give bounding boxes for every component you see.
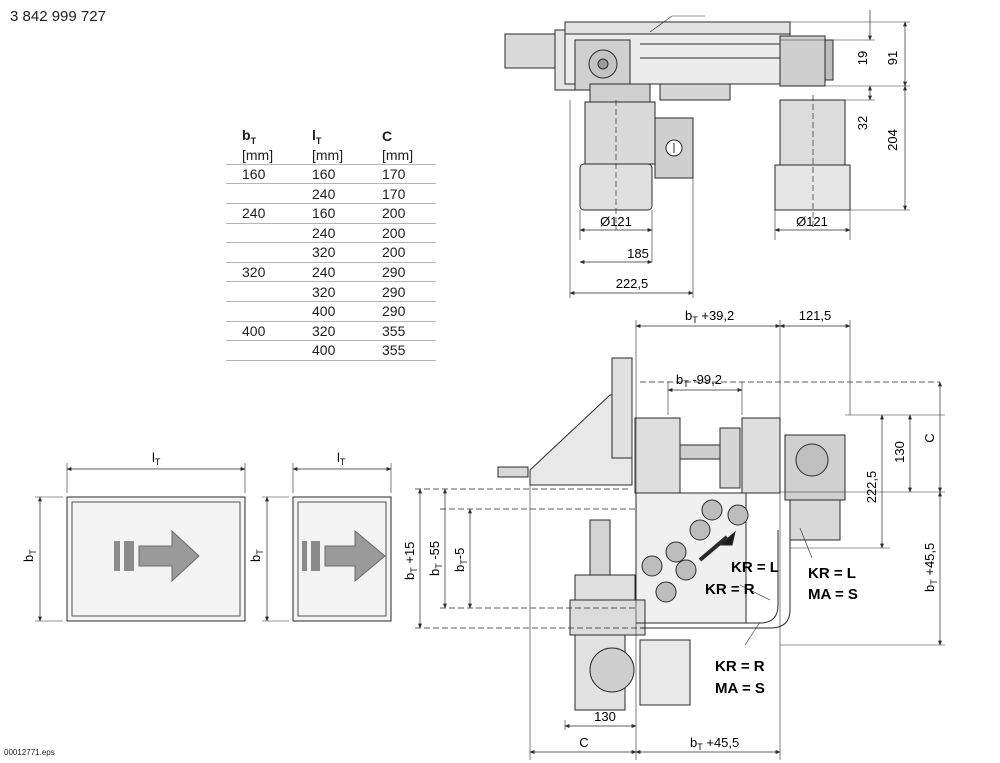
col-unit-lt: [mm] [312, 146, 344, 163]
dim-222-5-top: 222,5 [616, 276, 649, 291]
dim-dia-right: Ø121 [796, 214, 828, 229]
pallet-large-height-label: bT [21, 549, 38, 562]
dim-dia-left: Ø121 [600, 214, 632, 229]
table-cell [226, 183, 296, 204]
col-header-bt: bT [242, 127, 257, 146]
dim-130-bottom: 130 [594, 709, 616, 724]
label-kr-r-bottom: KR = R [715, 658, 765, 675]
dim-204: 204 [885, 129, 900, 151]
table-cell [226, 281, 296, 302]
table-cell: 240 [296, 222, 366, 243]
pallet-large [35, 463, 246, 622]
table-cell: 160 [296, 163, 366, 184]
col-unit-bt: [mm] [242, 146, 274, 163]
table-cell: 240 [226, 202, 296, 224]
table-cell: 170 [366, 163, 436, 184]
table-cell: 160 [296, 202, 366, 224]
main-view-drawing [415, 320, 945, 760]
table-cell: 290 [366, 300, 436, 322]
pallet-small-height-label: bT [248, 549, 265, 562]
table-cell: 400 [296, 300, 366, 322]
part-number: 3 842 999 727 [10, 8, 106, 25]
table-cell: 355 [366, 320, 436, 341]
col-header-c: C [382, 128, 393, 145]
label-ma-s-right: MA = S [808, 586, 858, 603]
dim-bt-minus-99-2: bT -99,2 [676, 372, 722, 389]
dim-bt-plus-39-2: bT +39,2 [685, 308, 734, 325]
dim-bt-plus-45-5-right: bT +45,5 [922, 543, 939, 592]
dim-bt-minus-5: bT-5 [452, 548, 469, 572]
table-cell: 240 [296, 261, 366, 282]
dim-bt-plus-45-5-bottom: bT +45,5 [690, 735, 739, 752]
dim-c-bottom: C [579, 735, 588, 750]
table-cell: 170 [366, 183, 436, 204]
label-ma-s-bottom: MA = S [715, 680, 765, 697]
table-cell: 160 [226, 163, 296, 184]
col-header-lt: lT [312, 127, 322, 146]
table-cell: 290 [366, 261, 436, 282]
dim-32: 32 [855, 116, 870, 130]
source-file-label: 00012771.eps [4, 748, 55, 757]
table-cell: 290 [366, 281, 436, 302]
table-cell: 400 [226, 320, 296, 341]
col-unit-c: [mm] [382, 146, 414, 163]
top-view-drawing [504, 10, 910, 298]
table-cell: 200 [366, 222, 436, 243]
table-cell: 240 [296, 183, 366, 204]
label-kr-l-inner: KR = L [731, 559, 779, 576]
dim-121-5: 121,5 [799, 308, 832, 323]
pallet-large-width-label: lT [152, 450, 161, 467]
label-kr-r-inner: KR = R [705, 581, 755, 598]
table-cell: 400 [296, 340, 366, 361]
pallet-small-width-label: lT [337, 450, 346, 467]
dim-19: 19 [855, 51, 870, 65]
dim-185: 185 [627, 246, 649, 261]
table-cell [226, 222, 296, 243]
dim-91: 91 [885, 51, 900, 65]
pallet-small [262, 463, 392, 622]
table-cell: 200 [366, 242, 436, 263]
dim-130-right: 130 [892, 441, 907, 463]
table-cell: 320 [296, 242, 366, 263]
table-cell: 320 [296, 281, 366, 302]
table-cell [226, 300, 296, 322]
dim-c-right: C [922, 433, 937, 442]
table-cell: 320 [226, 261, 296, 282]
table-cell: 355 [366, 340, 436, 361]
dim-bt-minus-55: bT -55 [427, 541, 444, 576]
table-cell [226, 242, 296, 263]
dim-222-5-main: 222,5 [864, 471, 879, 504]
dim-bt-plus-15: bT +15 [402, 542, 419, 580]
table-cell: 320 [296, 320, 366, 341]
label-kr-l-right: KR = L [808, 565, 856, 582]
table-cell: 200 [366, 202, 436, 224]
table-cell [226, 340, 296, 361]
